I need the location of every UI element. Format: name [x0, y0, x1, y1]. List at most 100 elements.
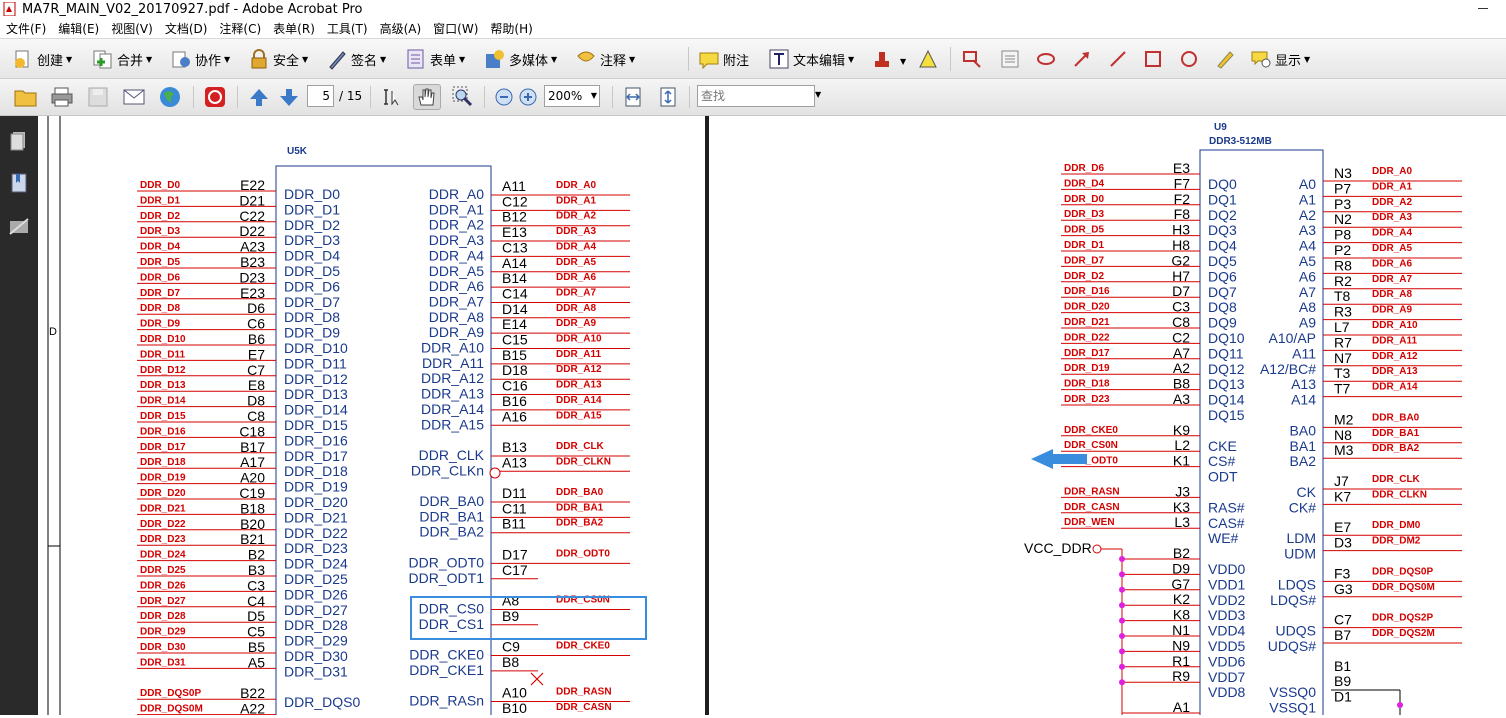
menu-file[interactable]: 文件(F) [6, 21, 47, 36]
minimize-button[interactable] [1478, 8, 1488, 9]
show-button[interactable]: 显示▼ [1250, 47, 1310, 71]
ball-number: B16 [502, 393, 527, 409]
menu-forms[interactable]: 表单(R) [273, 21, 315, 36]
fit-width-icon[interactable] [622, 86, 644, 108]
ball-number: C2 [1172, 329, 1190, 345]
stamp-icon[interactable] [872, 49, 892, 69]
pencil-tool-icon[interactable] [1215, 49, 1235, 69]
save-icon[interactable] [86, 86, 110, 108]
net-label: DDR_A12 [556, 364, 602, 375]
pin-name: DDR_A15 [421, 416, 484, 432]
toolbar-separator [950, 47, 951, 71]
web-globe-icon[interactable] [158, 85, 182, 109]
net-label: DDR_BA0 [556, 487, 604, 498]
text-box-icon[interactable] [1000, 49, 1020, 69]
ball-number: C11 [502, 500, 527, 516]
pin-name: DDR_D9 [284, 325, 340, 341]
menu-tools[interactable]: 工具(T) [326, 21, 368, 36]
multimedia-button[interactable]: 多媒体▼ [484, 47, 557, 71]
pin-name: DDR_D20 [284, 494, 348, 510]
ball-number: N3 [1334, 165, 1352, 181]
net-label: DDR_A12 [1372, 351, 1418, 362]
menu-advanced[interactable]: 高级(A) [379, 21, 422, 36]
pin-name: DDR_A1 [429, 201, 484, 217]
menu-help[interactable]: 帮助(H) [490, 21, 533, 36]
menu-edit[interactable]: 编辑(E) [58, 21, 100, 36]
bookmarks-panel-icon[interactable] [8, 172, 30, 194]
select-text-tool-icon[interactable] [381, 87, 401, 107]
pin-name: CK [1297, 484, 1317, 500]
sign-button[interactable]: 签名▼ [326, 47, 386, 71]
pin-name: A14 [1291, 392, 1316, 408]
acrobat-review-icon[interactable] [203, 85, 227, 109]
zoom-marquee-icon[interactable] [452, 86, 474, 108]
oval-tool-icon[interactable] [1179, 49, 1199, 69]
create-label: 创建 [37, 53, 64, 69]
ball-number: N1 [1172, 622, 1190, 638]
zoom-out-icon[interactable] [494, 87, 514, 107]
ball-number: P2 [1334, 242, 1351, 258]
search-input[interactable] [697, 85, 815, 107]
open-folder-icon[interactable] [14, 86, 38, 108]
rectangle-tool-icon[interactable] [1143, 49, 1163, 69]
text-edit-label: 文本编辑 [793, 53, 846, 69]
email-icon[interactable] [122, 86, 146, 108]
component-ref-u5k: U5K [287, 146, 308, 157]
net-label: DDR_D23 [140, 534, 186, 545]
text-edit-button[interactable]: 文本编辑▼ [768, 47, 854, 71]
forms-button[interactable]: 表单▼ [405, 47, 465, 71]
ball-number: C3 [1172, 299, 1190, 315]
pages-panel-icon[interactable] [8, 130, 30, 152]
text-edit-icon [768, 48, 790, 70]
zoom-level-select[interactable]: 200%▼ [544, 85, 600, 107]
create-button[interactable]: 创建▼ [12, 47, 72, 71]
menu-comments[interactable]: 注释(C) [219, 21, 262, 36]
arrow-tool-icon[interactable] [1072, 49, 1092, 69]
highlight-text-icon[interactable] [918, 49, 938, 69]
collaborate-button[interactable]: 协作▼ [170, 47, 230, 71]
ball-number: D18 [502, 362, 528, 378]
signatures-panel-icon[interactable] [8, 216, 30, 238]
pin-name: VDD6 [1208, 653, 1246, 669]
sticky-note-button[interactable]: 附注 [698, 47, 749, 71]
pin-name: DDR_D6 [284, 278, 340, 294]
page-number-input[interactable]: 5 [307, 85, 334, 107]
print-icon[interactable] [50, 86, 74, 108]
pin-name: DDR_D11 [284, 355, 347, 371]
next-page-icon[interactable] [278, 86, 300, 108]
ball-number: R9 [1172, 668, 1190, 684]
ball-number: B10 [502, 700, 527, 715]
ball-number: B12 [502, 209, 527, 225]
pin-name: A8 [1299, 299, 1316, 315]
ball-number: C16 [502, 378, 528, 394]
menu-window[interactable]: 窗口(W) [433, 21, 479, 36]
menu-document[interactable]: 文档(D) [164, 21, 208, 36]
previous-page-icon[interactable] [248, 86, 270, 108]
combine-button[interactable]: 合并▼ [92, 47, 152, 71]
callout-icon[interactable] [962, 49, 982, 69]
comment-button[interactable]: 注释▼ [575, 47, 635, 71]
pin-name: DDR_D2 [284, 217, 340, 233]
net-label: DDR_A5 [1372, 243, 1412, 254]
fit-page-icon[interactable] [657, 86, 679, 108]
line-tool-icon[interactable] [1108, 49, 1128, 69]
secure-button[interactable]: 安全▼ [248, 47, 308, 71]
zoom-in-icon[interactable] [518, 87, 538, 107]
ball-number: B14 [502, 270, 527, 286]
ball-number: H3 [1172, 222, 1190, 238]
pin-name: A12/BC# [1260, 361, 1316, 377]
menu-view[interactable]: 视图(V) [111, 21, 153, 36]
pin-name: DDR_A0 [429, 186, 484, 202]
ball-number: B9 [1334, 673, 1351, 689]
pin-name: A11 [1292, 345, 1316, 361]
net-label: DDR_D6 [1064, 163, 1104, 174]
border-letter: D [49, 326, 57, 338]
multimedia-icon [484, 48, 506, 70]
hand-tool-icon[interactable] [413, 84, 441, 110]
net-label: DDR_D6 [140, 272, 180, 283]
cloud-icon[interactable] [1036, 49, 1056, 69]
junction-dot [1119, 556, 1125, 562]
search-dropdown-icon[interactable]: ▼ [815, 90, 822, 99]
ball-number: B6 [248, 331, 265, 347]
ball-number: C7 [247, 362, 265, 378]
